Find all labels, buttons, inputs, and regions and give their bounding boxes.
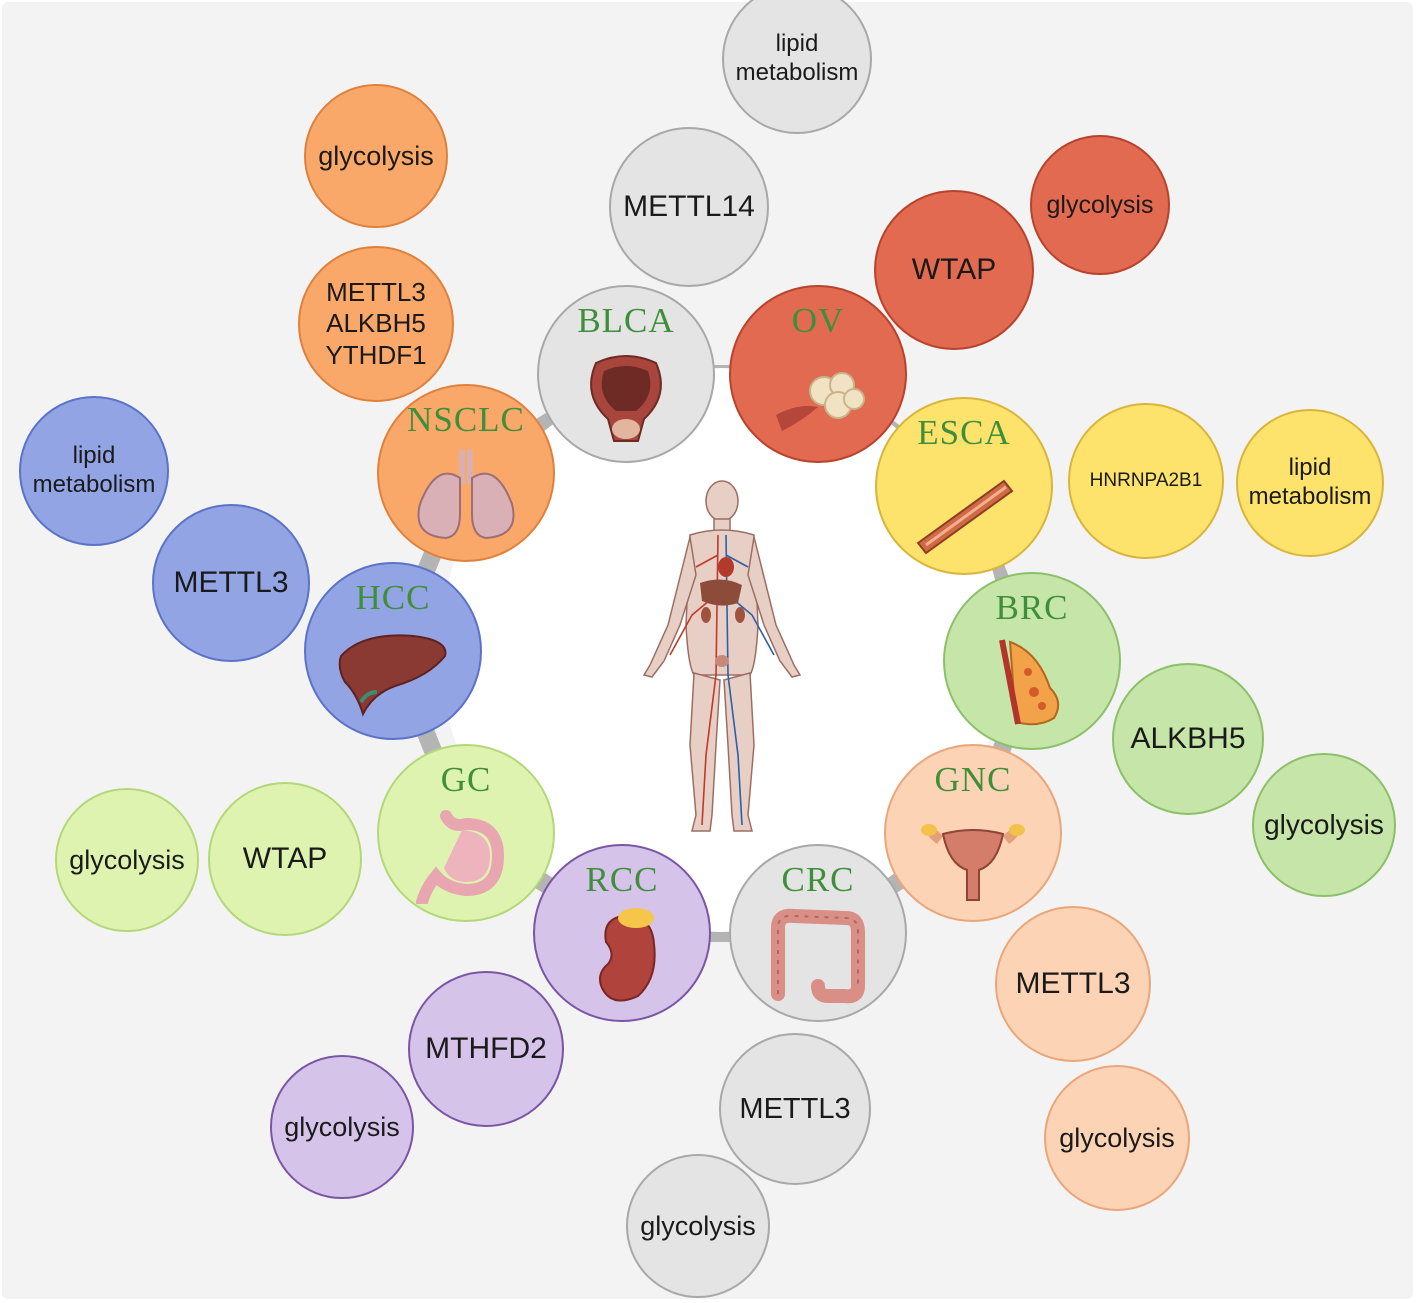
gnc-node-1-text: METTL3 [1015,967,1131,1000]
crc-node-1: METTL3 [719,1033,871,1185]
blca-node-2-text: lipid [775,30,819,58]
crc-hub: CRC [729,844,907,1022]
rcc-node-1-text: MTHFD2 [425,1032,547,1065]
esca-node-1: HNRNPA2B1 [1068,403,1224,559]
gnc-label: GNC [934,760,1012,799]
brc-label: BRC [995,588,1069,627]
blca-node-1-text: METTL14 [623,190,755,223]
nsclc-node-1-text: METTL3 [326,277,426,308]
blca-hub: BLCA [537,285,715,463]
brc-node-1-text: ALKBH5 [1130,722,1246,755]
brc-node-1: ALKBH5 [1112,663,1264,815]
nsclc-node-1-text: ALKBH5 [326,308,426,339]
brc-hub: BRC [943,572,1121,750]
gnc-hub: GNC [884,744,1062,922]
blca-node-2-text: metabolism [735,59,859,86]
gnc-node-2: glycolysis [1044,1065,1190,1211]
uterus-icon [921,824,1025,901]
hcc-node-1: METTL3 [152,504,310,662]
gc-label: GC [440,760,492,799]
ovary-icon [776,372,865,431]
crc-label: CRC [781,860,855,899]
human-anatomy-icon [642,480,802,832]
nsclc-hub: NSCLC [377,384,555,562]
blca-node-1: METTL14 [609,127,769,287]
hcc-node-1-text: METTL3 [173,566,289,599]
esophagus-icon [916,479,1014,555]
stomach-icon [416,810,505,904]
ov-node-2: glycolysis [1030,135,1170,275]
esca-node-1-text: HNRNPA2B1 [1089,469,1203,491]
gnc-node-1: METTL3 [995,906,1151,1062]
lungs-icon [417,450,515,540]
nsclc-label: NSCLC [407,400,525,439]
rcc-hub: RCC [533,844,711,1022]
ov-node-2-text: glycolysis [1046,191,1154,219]
hcc-node-2-text: metabolism [32,471,156,498]
breast-icon [999,639,1060,726]
gc-node-2: glycolysis [55,788,199,932]
crc-node-1-text: METTL3 [739,1092,851,1125]
gc-node-2-text: glycolysis [69,844,185,875]
ov-hub: OV [729,285,907,463]
ov-node-1-text: WTAP [911,253,997,286]
crc-node-2-text: glycolysis [640,1210,756,1241]
brc-node-2: glycolysis [1252,753,1396,897]
rcc-node-1: MTHFD2 [408,971,564,1127]
ov-label: OV [791,301,845,340]
colon-icon [771,908,865,1004]
crc-node-2: glycolysis [626,1154,770,1298]
rcc-label: RCC [585,860,659,899]
bladder-icon [590,355,662,442]
rcc-node-2-text: glycolysis [284,1111,400,1142]
esca-hub: ESCA [875,397,1053,575]
rcc-node-2: glycolysis [270,1055,414,1199]
nsclc-node-1-text: YTHDF1 [325,339,427,370]
gc-hub: GC [377,744,555,922]
nsclc-node-2: glycolysis [304,84,448,228]
ov-node-1: WTAP [874,190,1034,350]
nsclc-node-2-text: glycolysis [318,140,434,171]
liver-icon [338,634,447,717]
blca-label: BLCA [577,301,675,340]
kidney-icon [599,908,656,1002]
gc-node-1: WTAP [208,782,362,936]
hcc-hub: HCC [304,562,482,740]
esca-label: ESCA [917,413,1011,452]
hcc-node-2-text: lipid [72,442,116,470]
gc-node-1-text: WTAP [242,842,328,875]
brc-node-2-text: glycolysis [1264,809,1384,841]
hcc-label: HCC [355,578,431,617]
gnc-node-2-text: glycolysis [1059,1122,1175,1153]
esca-node-2-text: metabolism [1248,483,1372,510]
esca-node-2-text: lipid [1288,454,1332,482]
